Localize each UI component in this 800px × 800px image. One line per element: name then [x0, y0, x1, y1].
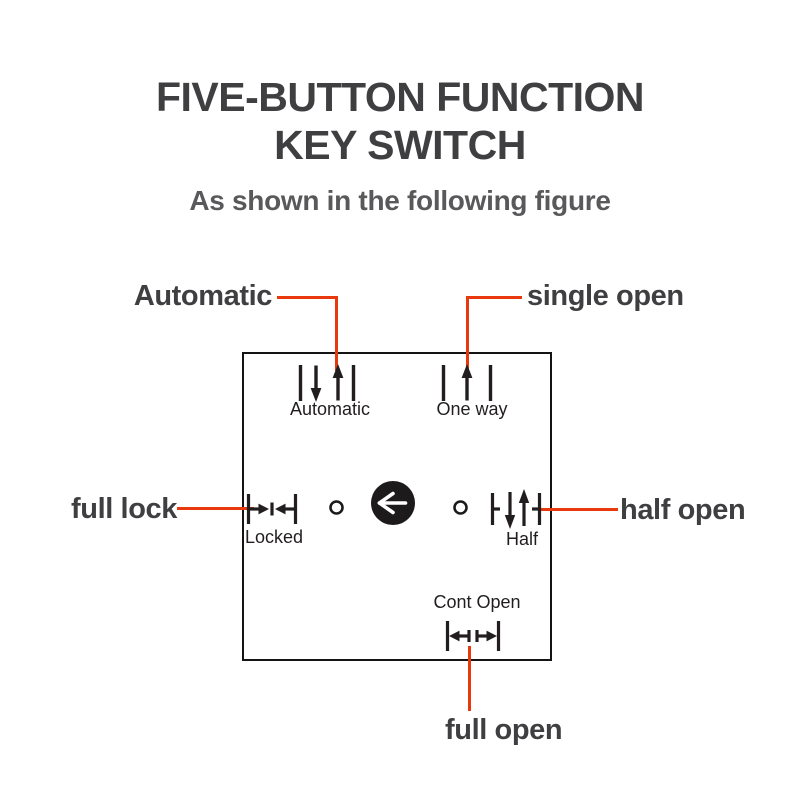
screw-hole-icon — [453, 500, 468, 515]
up-down-arrows-icon — [298, 364, 356, 402]
arrows-opening-icon — [445, 621, 501, 651]
callout-line-automatic-horizontal — [277, 296, 338, 299]
callout-line-single-open-horizontal — [466, 296, 522, 299]
panel-label-half: Half — [505, 529, 539, 549]
callout-line-single-open-vertical — [466, 296, 469, 371]
single-up-arrow-icon — [441, 364, 493, 401]
title-line-2: KEY SWITCH — [274, 121, 526, 168]
callout-line-half-open — [541, 508, 618, 511]
callout-line-full-lock — [177, 507, 254, 510]
callout-label-automatic: Automatic — [133, 280, 273, 312]
page-subtitle: As shown in the following figure — [189, 185, 611, 216]
panel-label-automatic: Automatic — [289, 399, 371, 419]
title-line-1: FIVE-BUTTON FUNCTION — [155, 74, 645, 120]
screw-hole-icon — [329, 500, 344, 515]
callout-line-automatic-vertical — [335, 296, 338, 371]
panel-label-cont-open: Cont Open — [433, 592, 521, 612]
callout-label-half-open: half open — [620, 494, 746, 526]
left-arrow-round-button-icon — [371, 481, 415, 525]
callout-line-full-open — [468, 646, 471, 711]
callout-label-full-lock: full lock — [71, 493, 177, 525]
callout-label-single-open: single open — [527, 280, 684, 312]
page-title: FIVE-BUTTON FUNCTION KEY SWITCH — [0, 74, 800, 170]
arrows-closing-icon — [246, 494, 298, 524]
callout-label-full-open: full open — [445, 714, 563, 746]
panel-label-one-way: One way — [436, 399, 508, 419]
panel-label-locked: Locked — [244, 527, 304, 547]
half-up-down-arrows-icon — [490, 489, 542, 529]
